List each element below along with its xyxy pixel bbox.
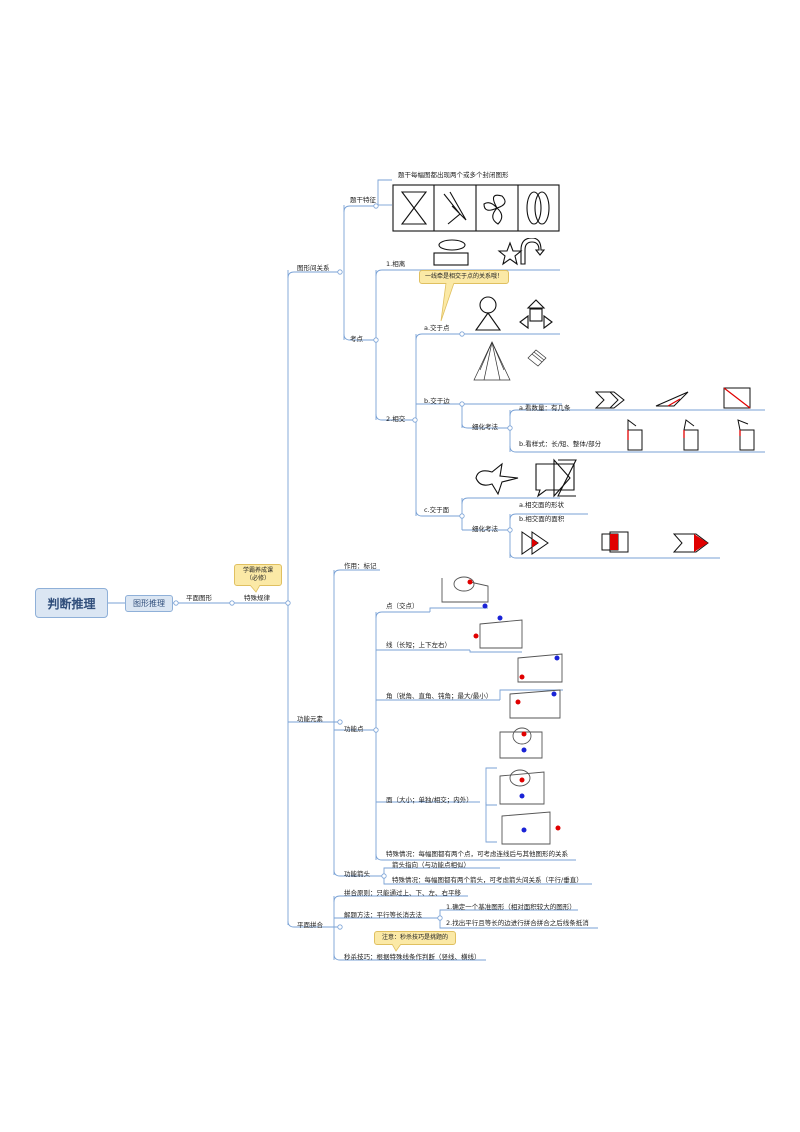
face-intersect-figures <box>475 458 577 498</box>
at-point-label[interactable]: a.交于点 <box>424 324 450 332</box>
graphic-reasoning-node[interactable]: 图形推理 <box>125 595 173 612</box>
course-callout: 学霸养成课 （必修） <box>234 564 282 586</box>
usage-label: 作用：标记 <box>344 562 377 570</box>
point-intersect-figures <box>474 296 553 331</box>
intersect-label[interactable]: 2.相交 <box>386 415 406 423</box>
callout-pointer <box>250 585 261 593</box>
assembly-principle: 拼合原则：只能通过上、下、左、右平移 <box>344 889 461 897</box>
relations-label[interactable]: 图形间关系 <box>297 264 330 272</box>
edge-count-figures <box>594 387 751 409</box>
at-edge-label[interactable]: b.交于边 <box>424 397 450 405</box>
face-area-label: b.相交面的面积 <box>519 515 565 523</box>
functional-label[interactable]: 功能元素 <box>297 715 323 723</box>
face-figure-3 <box>501 811 561 845</box>
assembly-label[interactable]: 平面拼合 <box>297 921 323 929</box>
special-rules-label[interactable]: 特殊规律 <box>244 594 270 602</box>
kaodian-label[interactable]: 考点 <box>350 335 363 343</box>
edge-style-figures <box>627 419 755 451</box>
function-arrow-label[interactable]: 功能箭头 <box>344 870 370 878</box>
face-figure-1 <box>499 727 543 759</box>
root-node[interactable]: 判断推理 <box>35 588 108 618</box>
note-pointer <box>392 944 402 952</box>
dot-figure <box>441 576 489 609</box>
face-detail-label[interactable]: 细化考法 <box>472 525 498 533</box>
callout-line1: 学霸养成课 <box>242 567 273 574</box>
edge-intersect-figures <box>473 341 547 381</box>
angle-figure-2 <box>509 689 561 719</box>
face-area-figures <box>521 531 709 555</box>
line-figure <box>473 615 523 649</box>
quick-trick: 秒杀技巧：根据特殊线条作判断（竖线、横线） <box>344 953 481 961</box>
face-label: 面（大小；单独/相交；内外） <box>386 796 473 804</box>
intersect-callout: 一线牵是相交于点的关系哦！ <box>419 270 509 284</box>
method-step-1: 1.确定一个基准图形（相对面积较大的图形） <box>446 903 576 911</box>
face-figure-2 <box>499 769 545 805</box>
arrow-special-label: 特殊情况：每幅图都有两个箭头，可考虑箭头间关系（平行/垂直） <box>392 876 583 884</box>
intersect-callout-pointer <box>440 283 455 322</box>
face-shape-label: a.相交面的形状 <box>519 501 565 509</box>
edge-style-label: b.看样式：长/短、整体/部分 <box>519 440 602 448</box>
callout-line2: （必修） <box>245 575 270 583</box>
dot-label: 点（交点） <box>386 602 419 610</box>
separate-figures <box>433 238 546 266</box>
separate-label[interactable]: 1.相离 <box>386 260 406 268</box>
arrow-direction-label: 箭头指向（与功能点相似） <box>392 861 470 869</box>
edge-count-label: a.看数量：有几条 <box>519 404 571 412</box>
assembly-method[interactable]: 解题方法：平行等长消去法 <box>344 911 422 919</box>
closed-figures-image <box>392 184 560 232</box>
note-callout: 注意：秒杀技巧是挑题的 <box>374 931 456 945</box>
edge-detail-label[interactable]: 细化考法 <box>472 423 498 431</box>
plane-figure-label[interactable]: 平面图形 <box>186 594 212 602</box>
function-point-label[interactable]: 功能点 <box>344 725 364 733</box>
line-label: 线（长短；上下左右） <box>386 641 451 649</box>
method-step-2: 2.找出平行且等长的边进行拼合拼合之后线条抵消 <box>446 919 589 927</box>
at-face-label[interactable]: c.交于面 <box>424 506 450 514</box>
angle-label: 角（锐角、直角、钝角；最大/最小） <box>386 692 493 700</box>
feature-label[interactable]: 题干特征 <box>350 196 376 204</box>
angle-figure-1 <box>517 653 563 683</box>
feature-desc: 题干每幅图都出现两个或多个封闭图形 <box>398 171 509 179</box>
fp-special-label: 特殊情况：每幅图都有两个点，可考虑连线后与其他图形的关系 <box>386 850 568 858</box>
